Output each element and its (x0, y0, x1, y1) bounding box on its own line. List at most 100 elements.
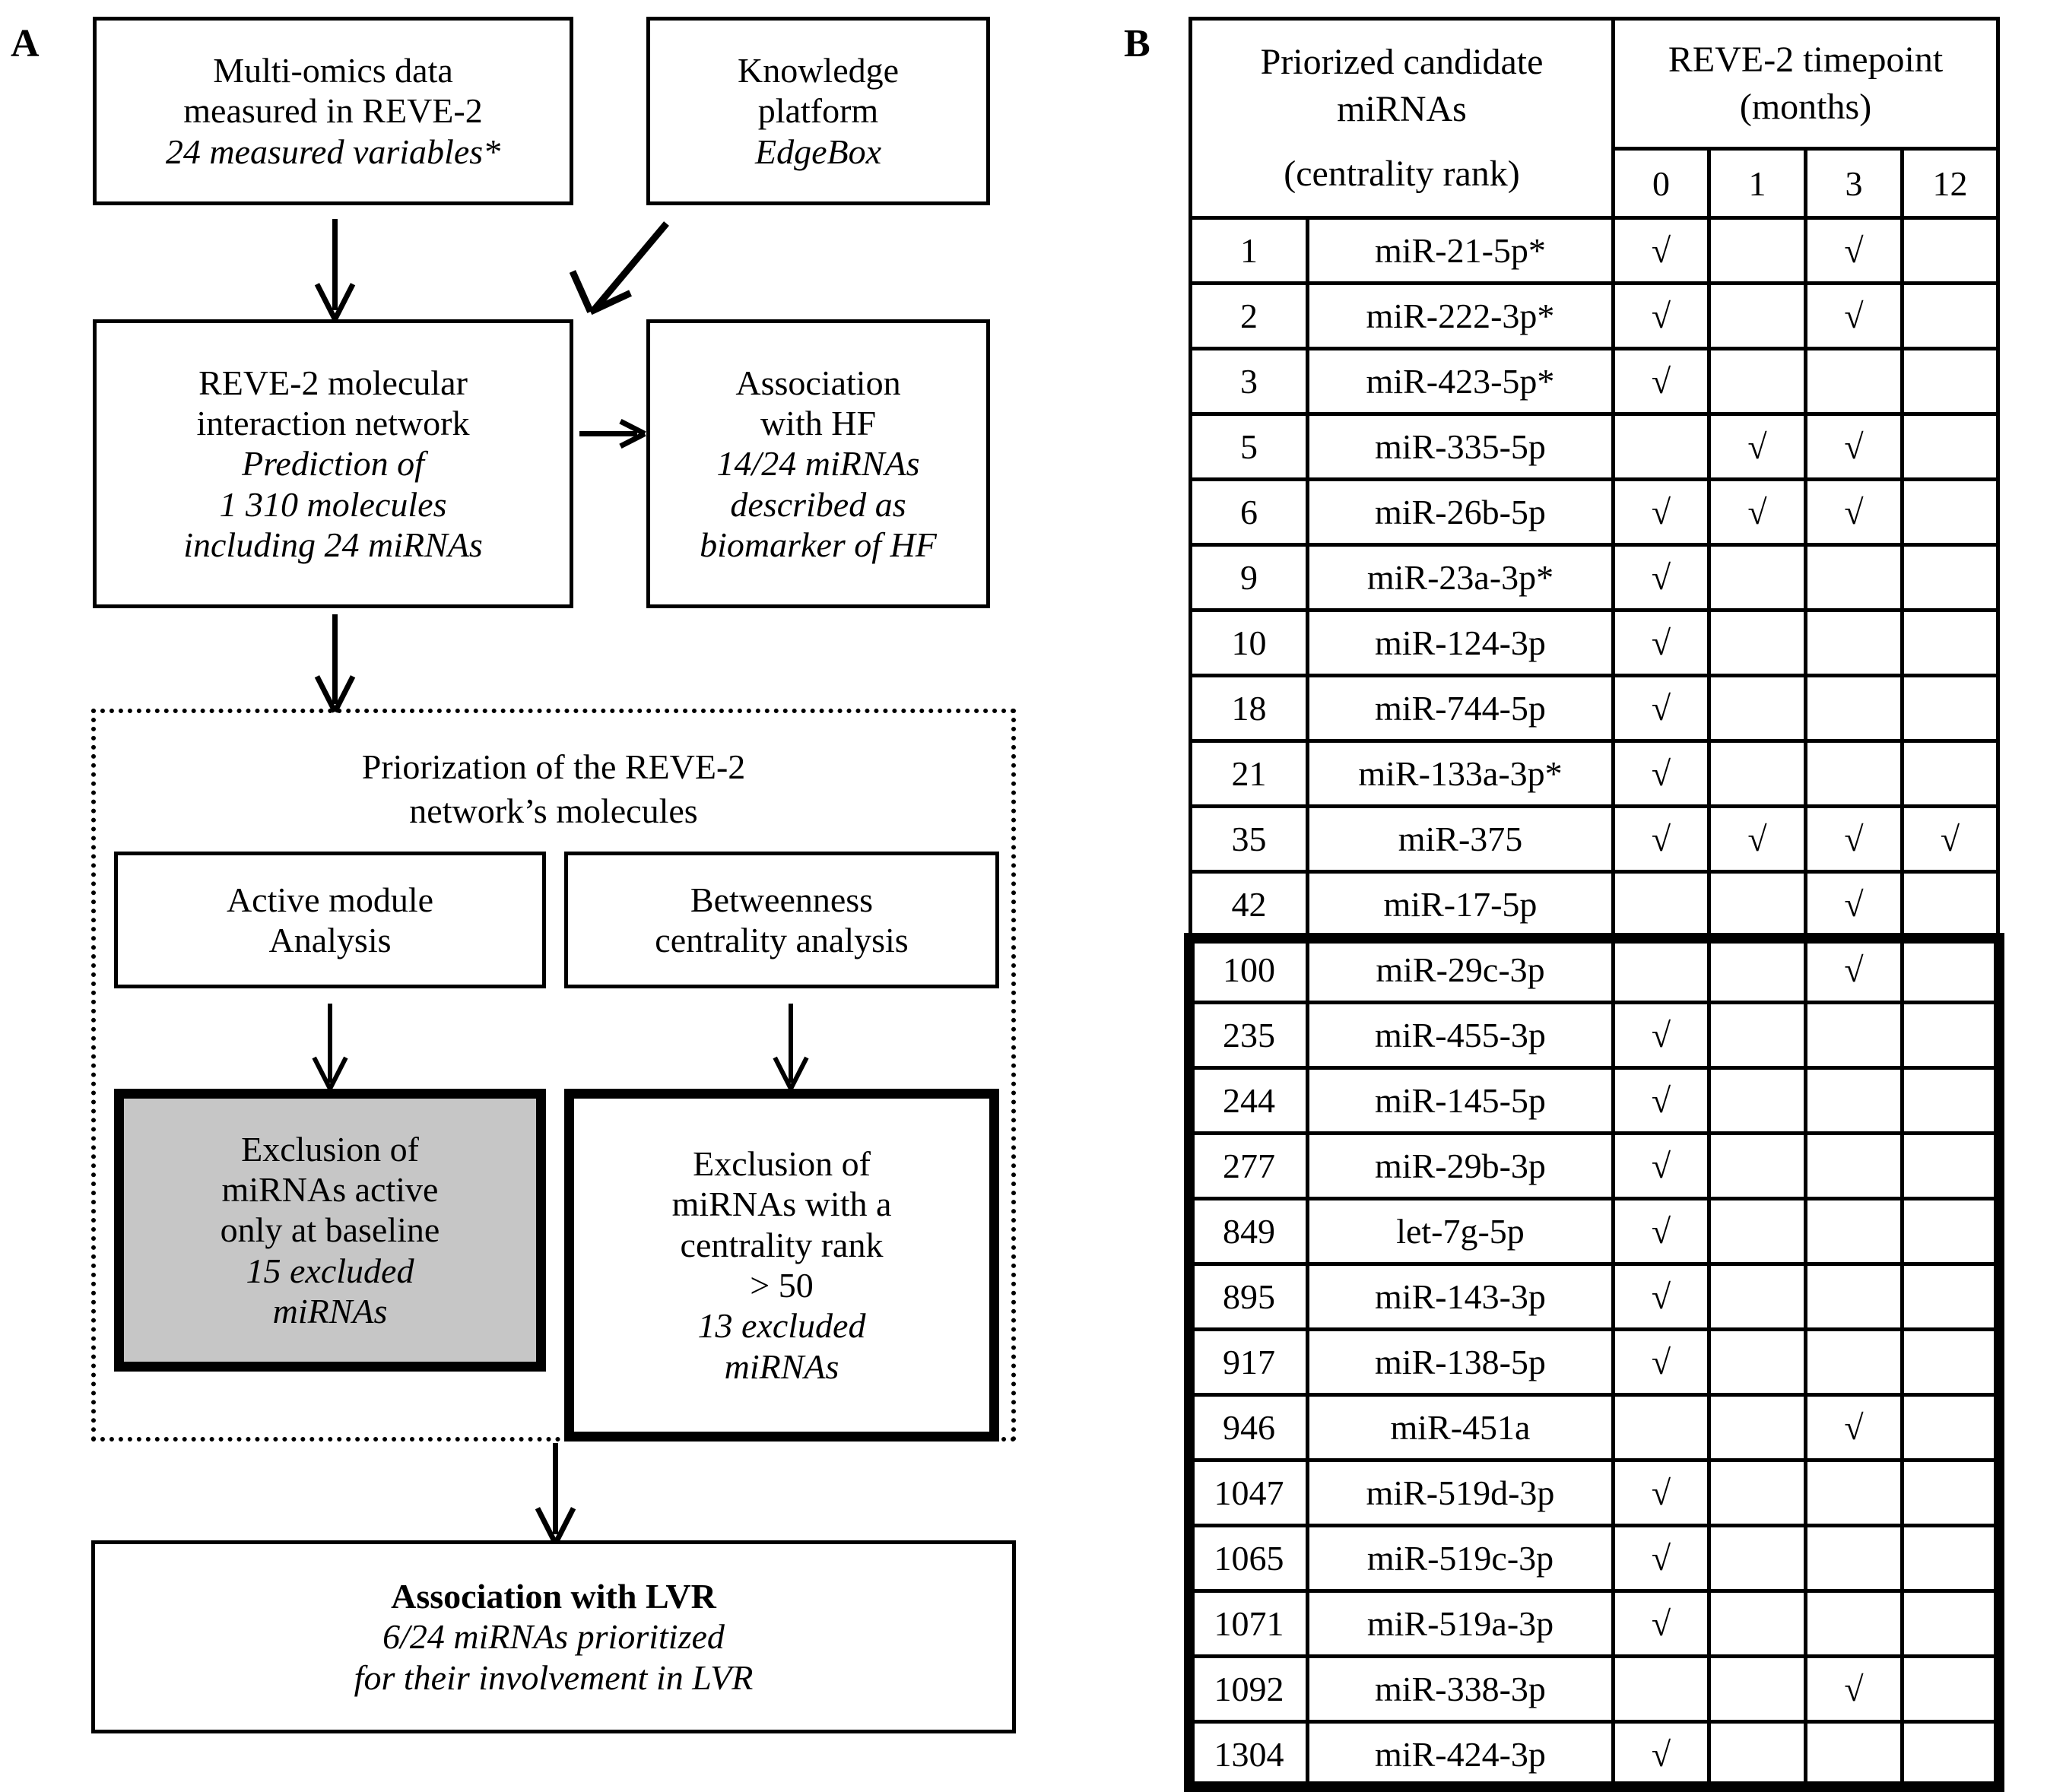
network-line-2: interaction network (196, 403, 470, 442)
cell-centrality-rank: 18 (1189, 674, 1309, 743)
header-timepoint-12: 12 (1899, 147, 2001, 220)
cell-empty (1899, 674, 2001, 743)
cell-mirna-name: miR-138-5p (1306, 1327, 1615, 1397)
betweenness-line-2: centrality analysis (655, 921, 909, 959)
cell-empty (1804, 1131, 1904, 1200)
cell-centrality-rank: 100 (1189, 935, 1309, 1004)
cell-empty (1611, 412, 1711, 481)
cell-empty (1707, 216, 1807, 285)
cell-empty (1899, 1589, 2001, 1658)
cell-empty (1899, 1720, 2001, 1789)
cell-centrality-rank: 3 (1189, 347, 1309, 416)
cell-empty (1611, 1654, 1711, 1724)
cell-empty (1707, 1197, 1807, 1266)
cell-empty (1707, 1589, 1807, 1658)
cell-check-mark: √ (1611, 1001, 1711, 1070)
cell-check-mark: √ (1804, 870, 1904, 939)
arrow-network-to-association-hf (579, 411, 646, 456)
cell-empty (1899, 543, 2001, 612)
cell-centrality-rank: 2 (1189, 281, 1309, 350)
betweenness-line-1: Betweenness (690, 880, 874, 919)
cell-empty (1611, 935, 1711, 1004)
arrow-priorization-to-association-lvr (525, 1443, 586, 1545)
priorization-title-line-2: network’s molecules (409, 791, 698, 830)
assoc-hf-line-2: with HF (760, 403, 877, 442)
active-module-line-2: Analysis (268, 921, 392, 959)
cell-check-mark: √ (1611, 281, 1711, 350)
cell-check-mark: √ (1611, 608, 1711, 677)
box-exclusion-baseline: Exclusion of miRNAs active only at basel… (114, 1089, 546, 1372)
cell-empty (1804, 1589, 1904, 1658)
cell-centrality-rank: 6 (1189, 477, 1309, 547)
priorization-title-line-1: Priorization of the REVE-2 (361, 747, 746, 786)
header-timepoint-0: 0 (1611, 147, 1711, 220)
cell-empty (1804, 739, 1904, 808)
cell-empty (1899, 1654, 2001, 1724)
cell-mirna-name: miR-335-5p (1306, 412, 1615, 481)
prioritized-mirnas-table: Priorized candidate miRNAs (centrality r… (1189, 17, 2001, 1789)
cell-empty (1707, 1654, 1807, 1724)
cell-centrality-rank: 42 (1189, 870, 1309, 939)
exclusion-baseline-line-2: miRNAs active (221, 1169, 439, 1209)
cell-mirna-name: miR-455-3p (1306, 1001, 1615, 1070)
box-reve2-network: REVE-2 molecular interaction network Pre… (93, 319, 573, 608)
cell-centrality-rank: 10 (1189, 608, 1309, 677)
cell-centrality-rank: 35 (1189, 804, 1309, 874)
knowledge-line-1: Knowledge (737, 50, 900, 90)
multiomics-line-3: 24 measured variables* (165, 132, 501, 171)
cell-empty (1804, 1327, 1904, 1397)
exclusion-rank-line-2: miRNAs with a (671, 1185, 892, 1224)
cell-empty (1899, 1458, 2001, 1527)
cell-mirna-name: miR-133a-3p* (1306, 739, 1615, 808)
cell-empty (1707, 281, 1807, 350)
header-candidate-line-3: (centrality rank) (1284, 153, 1520, 194)
exclusion-rank-line-3: centrality rank (680, 1225, 884, 1264)
cell-check-mark: √ (1611, 804, 1711, 874)
exclusion-baseline-line-4: 15 excluded (246, 1251, 414, 1290)
cell-mirna-name: miR-338-3p (1306, 1654, 1615, 1724)
cell-empty (1899, 1001, 2001, 1070)
header-timepoint-line-1: REVE-2 timepoint (1668, 39, 1944, 80)
cell-check-mark: √ (1611, 1589, 1711, 1658)
cell-empty (1899, 1524, 2001, 1593)
cell-centrality-rank: 277 (1189, 1131, 1309, 1200)
cell-empty (1707, 1066, 1807, 1135)
cell-empty (1804, 1262, 1904, 1331)
box-multiomics-data: Multi-omics data measured in REVE-2 24 m… (93, 17, 573, 205)
cell-empty (1804, 1458, 1904, 1527)
cell-empty (1707, 1131, 1807, 1200)
cell-centrality-rank: 895 (1189, 1262, 1309, 1331)
cell-empty (1707, 739, 1807, 808)
network-line-5: including 24 miRNAs (183, 525, 483, 565)
cell-centrality-rank: 917 (1189, 1327, 1309, 1397)
cell-empty (1899, 477, 2001, 547)
cell-empty (1707, 1262, 1807, 1331)
cell-centrality-rank: 1065 (1189, 1524, 1309, 1593)
cell-empty (1707, 1327, 1807, 1397)
cell-mirna-name: miR-21-5p* (1306, 216, 1615, 285)
cell-empty (1707, 608, 1807, 677)
table-header: Priorized candidate miRNAs (centrality r… (1189, 17, 2001, 220)
cell-mirna-name: miR-423-5p* (1306, 347, 1615, 416)
exclusion-rank-line-5: 13 excluded (697, 1306, 866, 1346)
assoc-lvr-line-2: 6/24 miRNAs prioritized (382, 1617, 725, 1657)
cell-check-mark: √ (1707, 477, 1807, 547)
cell-empty (1804, 1066, 1904, 1135)
cell-check-mark: √ (1611, 674, 1711, 743)
cell-centrality-rank: 849 (1189, 1197, 1309, 1266)
cell-check-mark: √ (1611, 1458, 1711, 1527)
